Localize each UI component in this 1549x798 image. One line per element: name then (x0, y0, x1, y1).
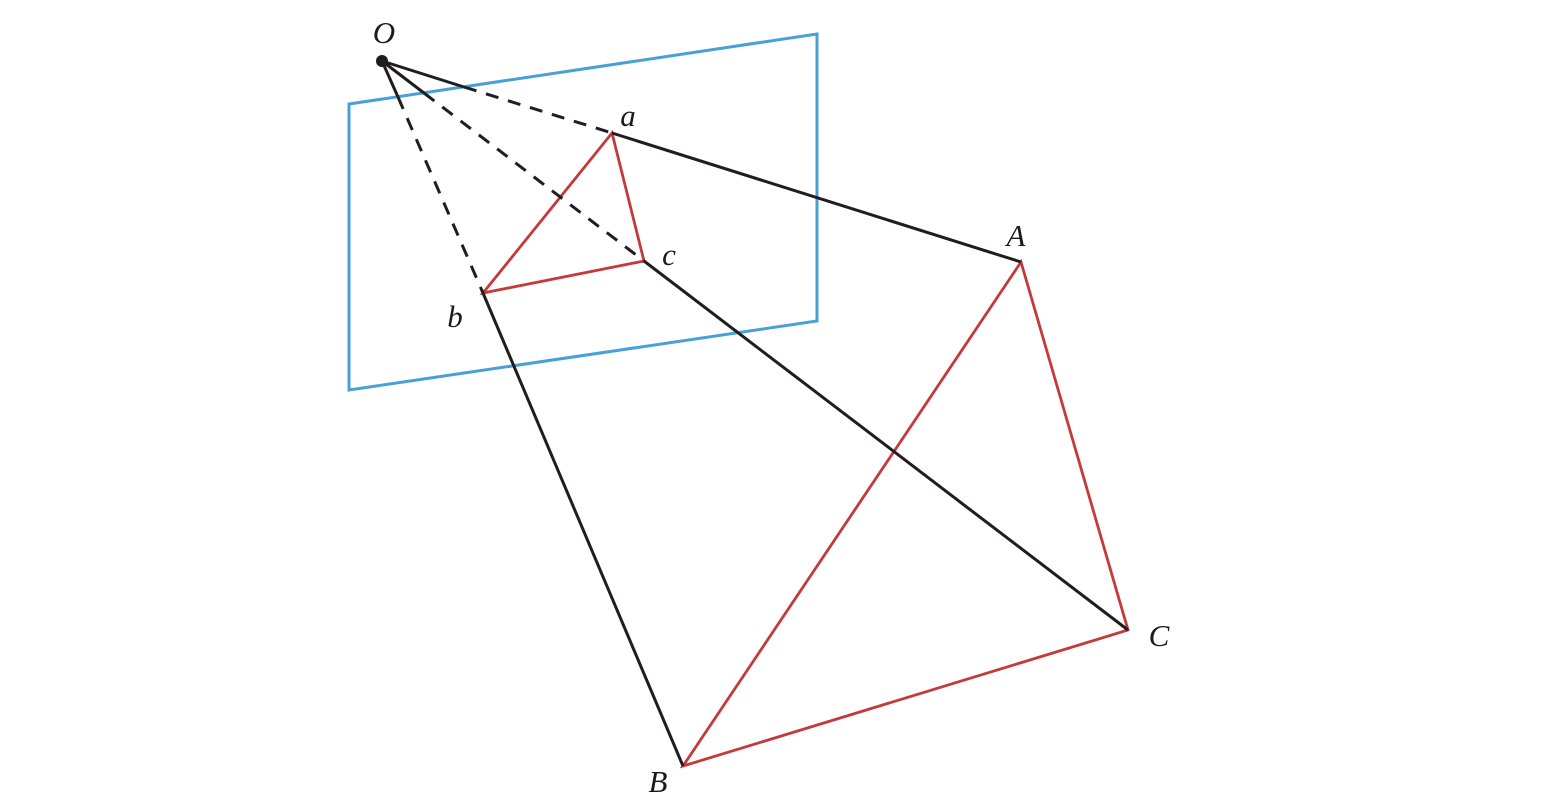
ray-Oa-solid (381, 59, 465, 89)
label-c: c (662, 237, 676, 272)
label-B: B (649, 764, 668, 798)
label-C: C (1149, 618, 1170, 653)
ray-Oa-dashed (463, 85, 613, 135)
ray-Ob-solid (380, 60, 400, 98)
label-O: O (373, 15, 395, 50)
rays-group (380, 59, 645, 294)
ray-Ob-dashed (396, 96, 485, 294)
image-plane-group (347, 32, 819, 392)
ray-Oc-solid (381, 59, 425, 95)
center-of-projection-dot (376, 55, 388, 67)
center-of-projection-group (376, 55, 388, 67)
labels-group: Oa b c A B C (373, 15, 1170, 798)
projection-line-aA (611, 131, 1022, 264)
label-a: a (620, 98, 636, 133)
projection-line-bB (481, 292, 685, 767)
label-b: b (447, 299, 463, 334)
image-triangle-abc (479, 129, 646, 296)
projection-lines-group (481, 131, 1129, 767)
world-triangle-ABC (679, 258, 1130, 769)
projection-line-cC (643, 259, 1129, 632)
label-A: A (1005, 218, 1027, 253)
ray-Oc-dashed (423, 91, 645, 263)
image-plane-outline (347, 32, 819, 392)
triangles-group (479, 129, 1130, 769)
